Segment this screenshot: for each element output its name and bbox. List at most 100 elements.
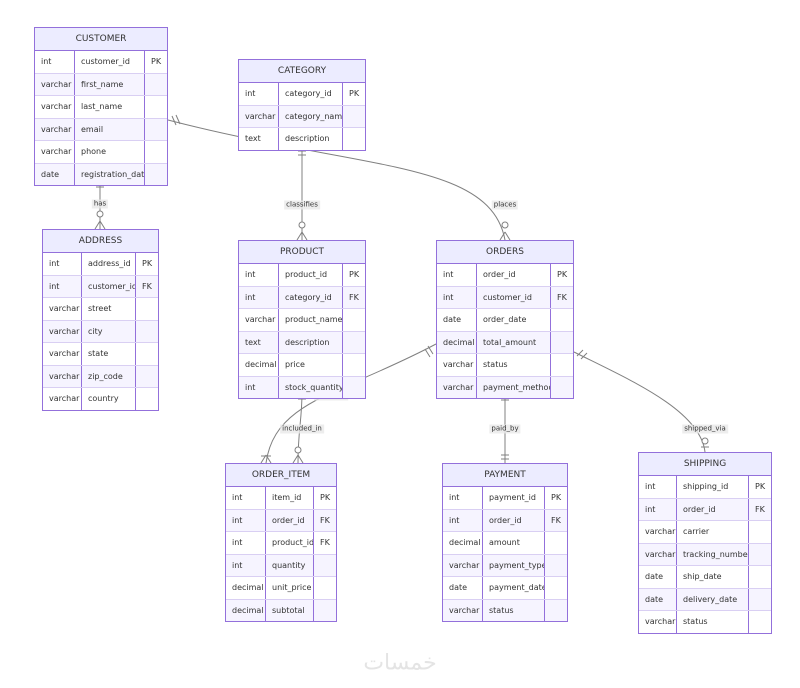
attr-name: payment_date xyxy=(483,577,545,599)
attr-key xyxy=(136,388,158,410)
attr-key: FK xyxy=(320,538,330,547)
attr-type: int xyxy=(226,487,266,509)
attr-key xyxy=(145,141,167,163)
attr-key xyxy=(551,309,573,331)
attr-key xyxy=(343,309,365,331)
attr-name: email xyxy=(75,118,145,140)
attr-key xyxy=(545,600,567,622)
attr-key xyxy=(314,555,336,577)
attr-type: date xyxy=(639,566,677,588)
attr-key xyxy=(136,321,158,343)
attr-type: int xyxy=(443,509,483,531)
entity-title: CUSTOMER xyxy=(35,28,167,51)
attr-name: registration_date xyxy=(75,163,145,185)
entity-title: ORDER_ITEM xyxy=(226,464,336,487)
attr-name: customer_id xyxy=(75,51,145,73)
watermark-logo: خمسات xyxy=(363,650,437,676)
attr-key xyxy=(749,611,771,633)
attr-type: date xyxy=(639,588,677,610)
attr-name: zip_code xyxy=(82,365,136,387)
attr-key: PK xyxy=(349,89,360,98)
attr-name: category_name xyxy=(279,105,343,127)
attr-key: FK xyxy=(349,292,359,302)
attr-type: varchar xyxy=(35,141,75,163)
attr-type: varchar xyxy=(35,73,75,95)
attr-type: int xyxy=(239,286,279,308)
attr-name: status xyxy=(483,599,545,621)
attr-key: FK xyxy=(142,281,152,291)
attr-name: order_id xyxy=(677,498,749,520)
attr-name: city xyxy=(82,320,136,342)
attr-name: order_id xyxy=(477,264,551,286)
attr-name: order_date xyxy=(477,309,551,331)
attr-key: PK xyxy=(151,57,162,66)
attr-type: int xyxy=(437,264,477,286)
attr-name: first_name xyxy=(75,73,145,95)
attr-type: date xyxy=(35,163,75,185)
rel-label-places: places xyxy=(491,200,519,210)
attr-key xyxy=(545,555,567,577)
attr-type: decimal xyxy=(239,354,279,376)
attr-name: price xyxy=(279,354,343,376)
attr-type: varchar xyxy=(35,96,75,118)
attr-type: int xyxy=(437,286,477,308)
attr-type: varchar xyxy=(43,365,82,387)
attr-name: customer_id xyxy=(82,275,136,297)
attr-type: int xyxy=(226,509,266,531)
attr-type: int xyxy=(35,51,75,73)
attr-key xyxy=(551,332,573,354)
attr-type: int xyxy=(226,554,266,576)
attr-type: date xyxy=(437,309,477,331)
attr-key xyxy=(343,332,365,354)
attr-key xyxy=(343,377,365,399)
attr-name: status xyxy=(677,611,749,633)
rel-label-included-in: included_in xyxy=(280,424,324,434)
attr-key: FK xyxy=(755,504,765,514)
entity-title: ADDRESS xyxy=(43,230,158,253)
attr-type: varchar xyxy=(43,320,82,342)
attr-type: varchar xyxy=(43,388,82,410)
attr-name: delivery_date xyxy=(677,588,749,610)
attr-type: varchar xyxy=(239,309,279,331)
attr-name: total_amount xyxy=(477,331,551,353)
attr-name: customer_id xyxy=(477,286,551,308)
attr-type: int xyxy=(239,83,279,105)
attr-name: last_name xyxy=(75,96,145,118)
rel-label-shipped-via: shipped_via xyxy=(682,424,728,434)
attr-key xyxy=(145,96,167,118)
